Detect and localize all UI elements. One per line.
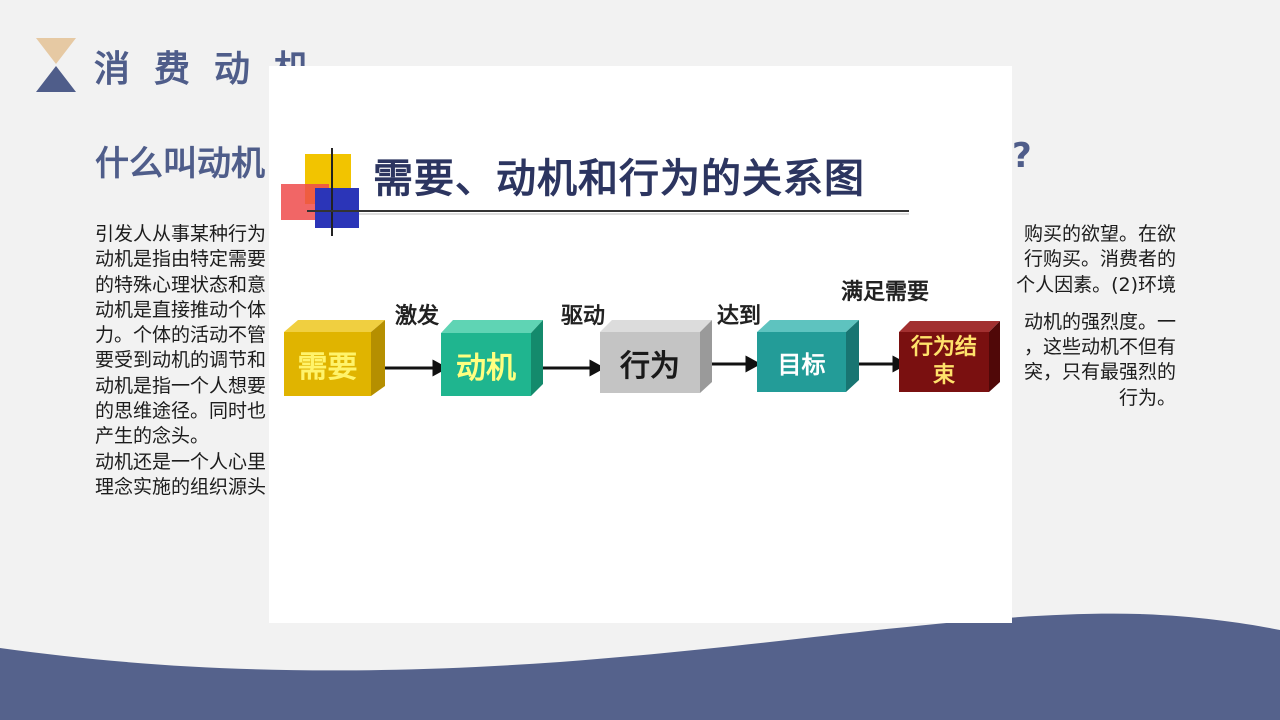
node-label: 需要 [297,350,358,385]
arrow-label: 驱动 [561,304,606,329]
arrow-label: 达到 [717,304,762,329]
deco-square-blue [315,188,359,228]
body-line: 动机还是一个人心里 [95,450,267,473]
diagram-title: 需要、动机和行为的关系图 [373,156,865,202]
body-line: 引发人从事某种行为 [95,223,267,245]
body-line: 行为。 [1118,386,1176,409]
body-line: 理念实施的组织源头 [95,475,267,498]
body-line: 动机是指一个人想要 [95,374,267,397]
node-label: 行为结束 [910,335,977,388]
arrow-head [745,355,762,373]
node-label: 目标 [777,350,826,379]
diagram-image: 需要、动机和行为的关系图 需要 动机 行为 目标 行为结束 激发 驱动 达到 满… [269,66,1012,623]
body-line: 产生的念头。 [95,425,210,448]
body-line: 动机是指由特定需要 [95,248,267,271]
body-line: 动机是直接推动个体 [95,298,267,321]
node-motive [441,320,543,396]
right-body-text: 购买的欲望。在欲 行购买。消费者的 个人因素。(2)环境 动机的强烈度。一 ，这… [1012,222,1176,411]
relationship-diagram [281,148,1000,396]
bottom-wave-decoration [0,613,1280,720]
question-heading: 什么叫动机 [95,144,265,184]
body-line: 行购买。消费者的 [1023,248,1176,271]
body-line: 个人因素。(2)环境 [1016,273,1176,296]
node-label: 动机 [456,350,516,386]
node-label: 行为 [620,348,680,384]
node-need [284,320,385,396]
arrow-label: 满足需要 [841,280,930,305]
body-line: 动机的强烈度。一 [1023,310,1176,333]
body-line: 力。个体的活动不管 [95,324,267,347]
arrow-head [432,359,449,377]
body-line: 购买的欲望。在欲 [1023,223,1176,245]
body-line: 的特殊心理状态和意 [95,273,267,296]
node-behavior [600,320,712,393]
body-line: 要受到动机的调节和 [95,349,267,372]
spacer [1012,298,1176,310]
arrow-label: 激发 [395,304,440,329]
body-line: 的思维途径。同时也 [95,400,267,423]
hourglass-logo-icon [36,38,76,92]
node-goal [757,320,859,392]
body-line: 突，只有最强烈的 [1023,361,1176,384]
question-mark: ? [1012,136,1032,176]
left-body-text: 引发人从事某种行为 动机是指由特定需要 的特殊心理状态和意 动机是直接推动个体 … [95,222,269,500]
arrow-head [589,359,606,377]
body-line: ，这些动机不但有 [1023,336,1176,359]
node-end [899,321,1000,392]
